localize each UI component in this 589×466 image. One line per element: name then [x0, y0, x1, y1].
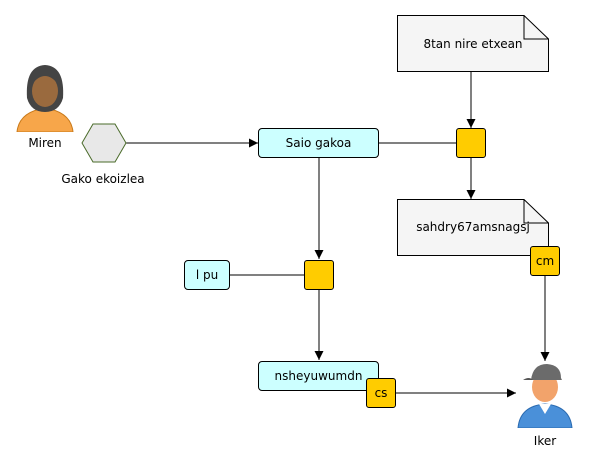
generator-label: Gako ekoizlea	[61, 172, 145, 186]
document-plaintext-label: 8tan nire etxean	[423, 37, 523, 51]
document-plaintext: 8tan nire etxean	[397, 15, 549, 72]
male-user-icon	[517, 364, 573, 428]
document-ciphertext: sahdry67amsnagsj	[397, 199, 549, 256]
lpu-box: l pu	[184, 260, 230, 290]
document-shape	[397, 15, 549, 72]
operation-middle	[304, 260, 334, 290]
female-user-icon	[16, 65, 74, 132]
output-box: nsheyuwumdn	[258, 361, 379, 391]
actor-label-iker: Iker	[533, 434, 557, 448]
key-generator-hexagon	[81, 123, 127, 163]
actor-label-miren: Miren	[28, 136, 62, 150]
operation-top	[456, 128, 486, 158]
tag-cs: cs	[366, 378, 396, 408]
session-key-box: Saio gakoa	[258, 128, 379, 158]
document-shape	[397, 199, 549, 256]
tag-cm: cm	[530, 246, 560, 276]
document-ciphertext-label: sahdry67amsnagsj	[416, 220, 530, 234]
